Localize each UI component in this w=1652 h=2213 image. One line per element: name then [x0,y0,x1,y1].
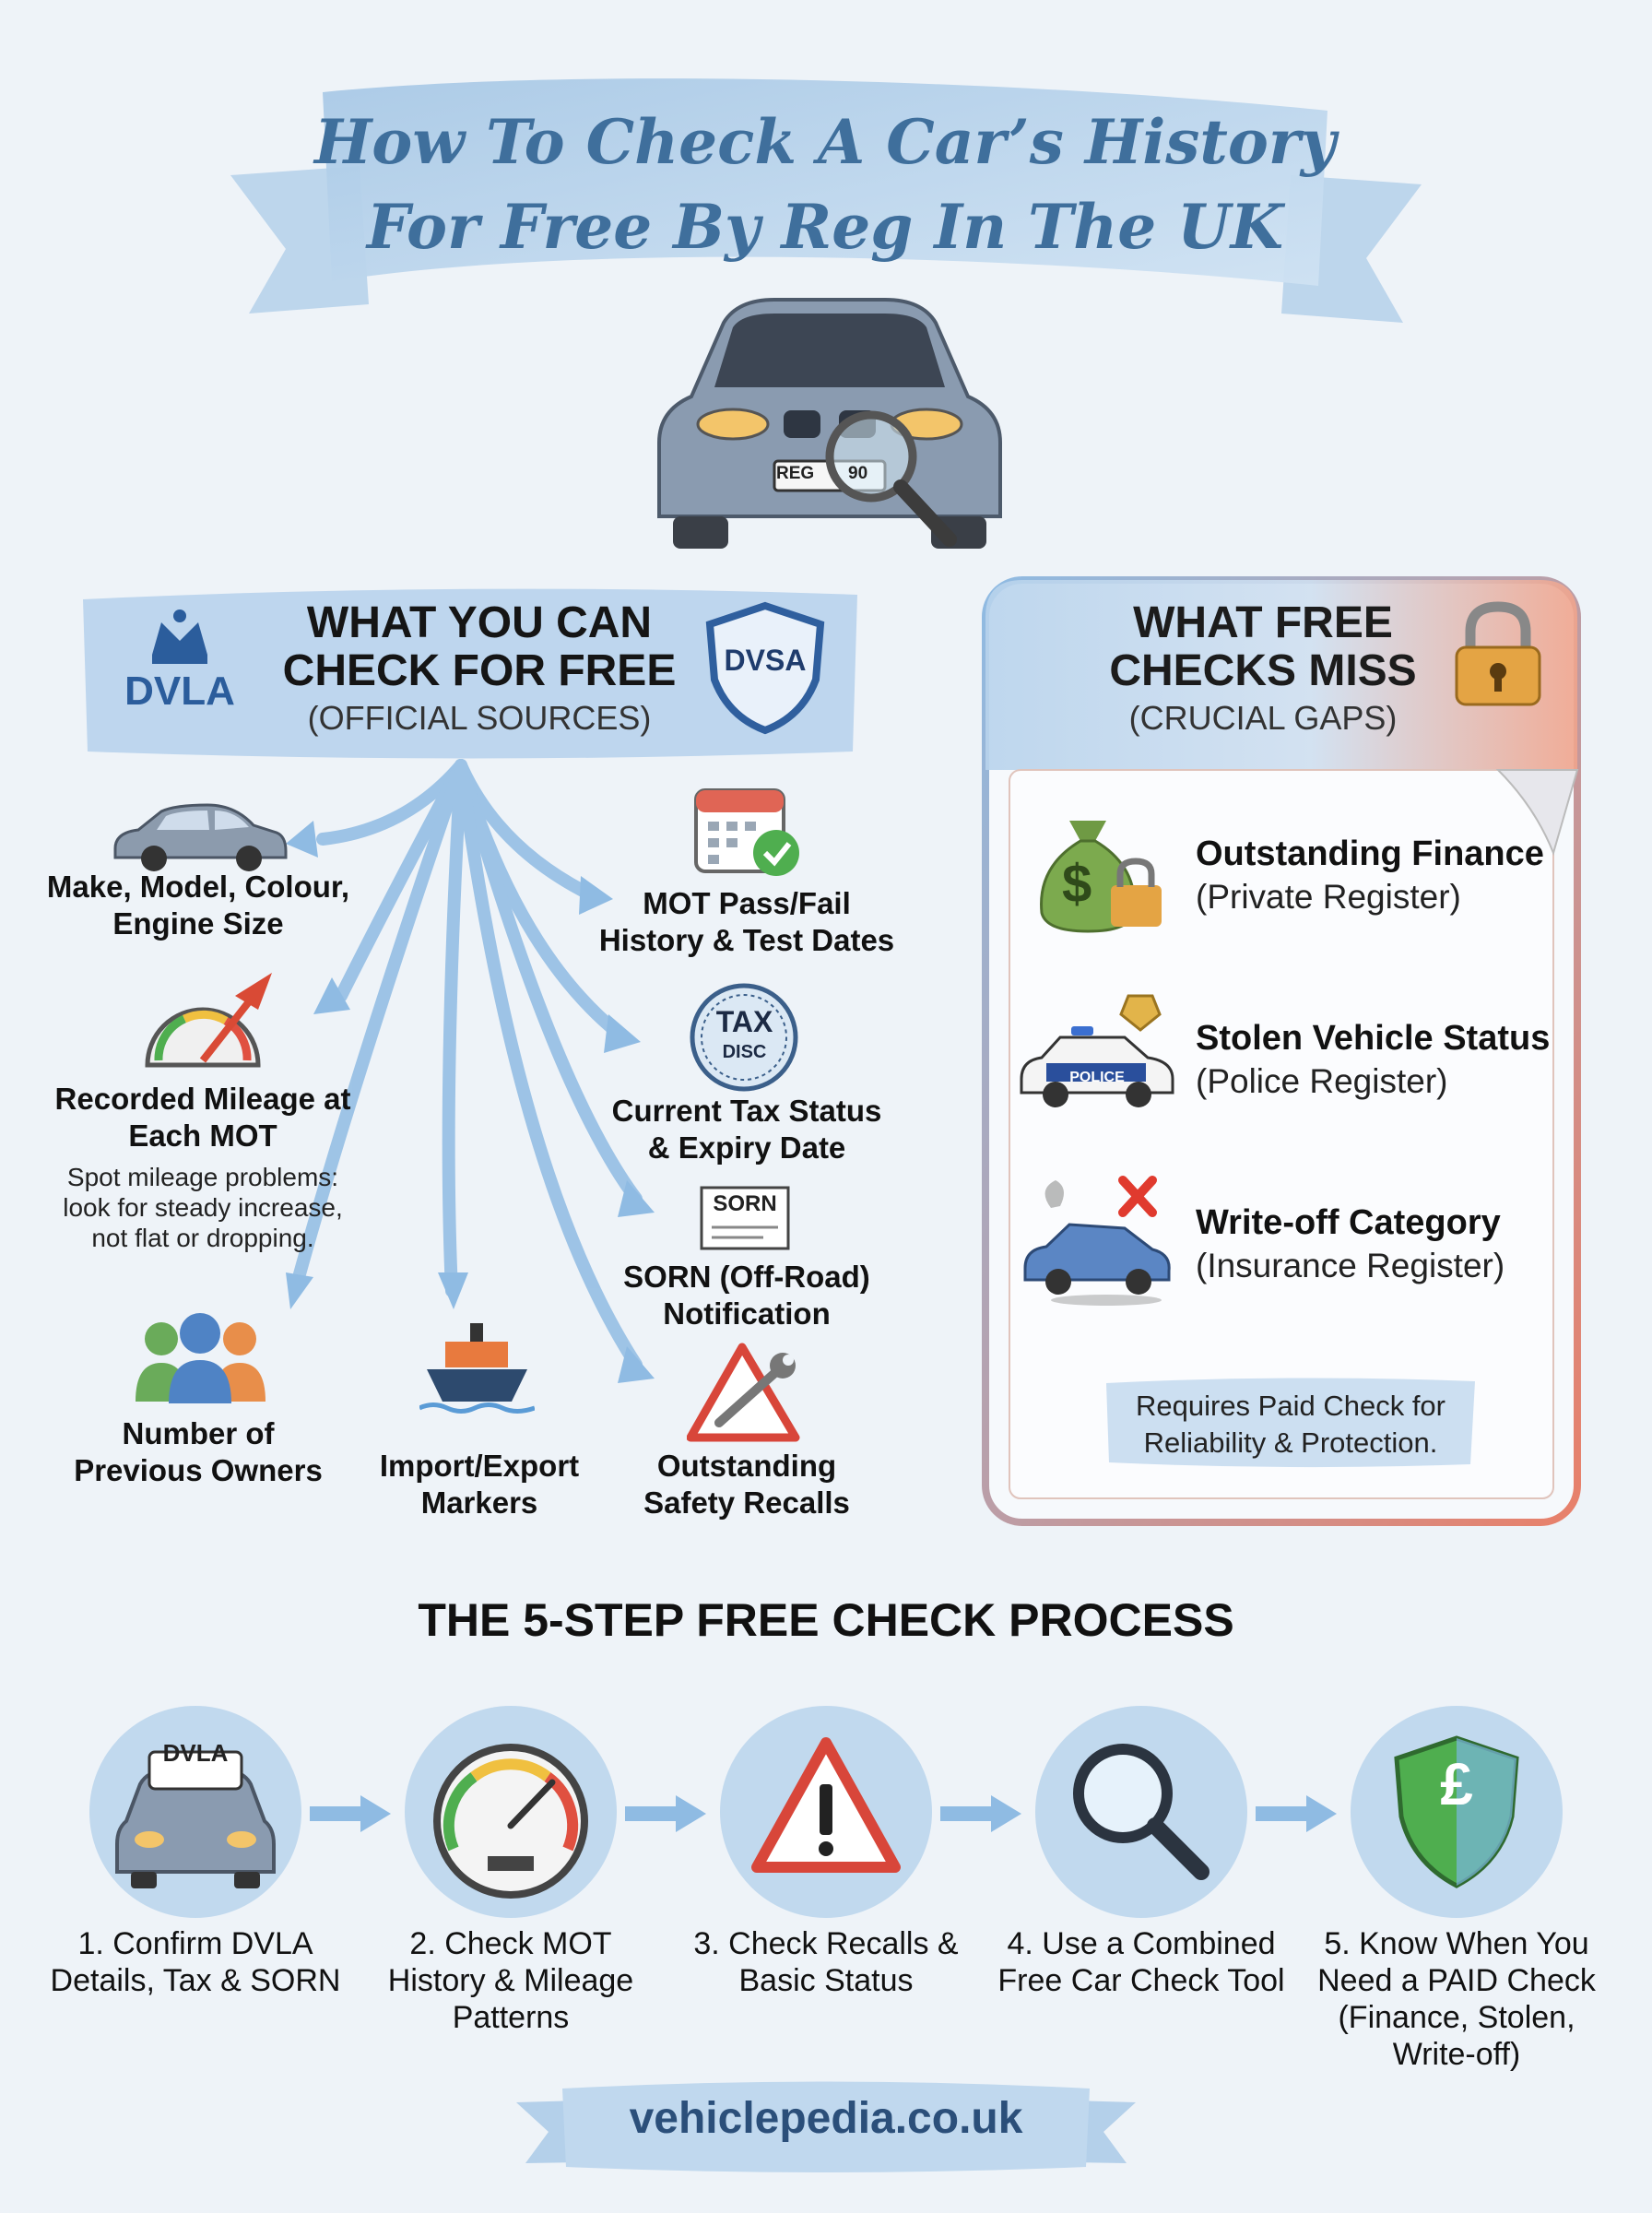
title-ribbon [230,78,1422,323]
miss-item-stolen-sub: (Police Register) [1196,1062,1448,1100]
title-line-2: For Free By Reg In The UK [366,191,1284,263]
step-1-badge: DVLA [162,1739,229,1767]
step-4-magnifier-icon [1035,1706,1247,1918]
step-5-label: 5. Know When You Need a PAID Check (Fina… [1317,1926,1596,2072]
dvsa-shield-icon [705,601,825,735]
free-section-header-bg [83,588,857,759]
footer-ribbon [516,2081,1136,2172]
branch-arrows [286,759,655,1383]
miss-item-stolen: Stolen Vehicle Status [1196,1019,1551,1058]
step-2-speedometer-icon [405,1706,617,1918]
dollar-sign-icon: $ [1062,854,1092,914]
police-car-icon [1020,994,1174,1107]
tax-badge-bottom: DISC [722,1042,767,1062]
footer-site-link[interactable]: vehiclepedia.co.uk [629,2094,1023,2143]
free-section-subtitle: (OFFICIAL SOURCES) [307,699,652,737]
paid-check-note: Requires Paid Check for Reliability & Pr… [1136,1390,1446,1459]
miss-item-finance-sub: (Private Register) [1196,878,1461,916]
sorn-badge: SORN [713,1191,777,1216]
step-4-label: 4. Use a Combined Free Car Check Tool [997,1926,1285,1998]
step-1-dvla-car-icon [89,1706,301,1918]
check-item-sorn: SORN (Off-Road) Notification [623,1260,870,1331]
step-arrow-3 [940,1795,1021,1832]
step-arrow-4 [1256,1795,1337,1832]
police-badge-text: POLICE [1069,1070,1125,1085]
step-2-label: 2. Check MOT History & Mileage Patterns [387,1926,634,2035]
padlock-icon [1455,601,1541,706]
money-bag-lock-icon [1040,821,1162,933]
process-title: THE 5-STEP FREE CHECK PROCESS [418,1594,1234,1646]
crown-icon [152,609,207,664]
step-5-shield-pound-icon [1351,1706,1563,1918]
free-section-title: WHAT YOU CAN CHECK FOR FREE [282,598,677,695]
car-side-icon [113,803,288,871]
page-title: How To Check A Car’s History For Free By… [313,100,1337,269]
ship-icon [419,1323,535,1414]
recall-warning-wrench-icon [687,1343,800,1442]
tax-disc-icon [690,983,798,1092]
miss-item-write-off-sub: (Insurance Register) [1196,1247,1505,1284]
check-item-import-export: Import/Export Markers [379,1449,580,1520]
check-item-mot-history: MOT Pass/Fail History & Test Dates [598,886,895,957]
miss-item-write-off: Write-off Category [1196,1203,1501,1242]
check-item-make-model: Make, Model, Colour, Engine Size [46,870,350,941]
miss-section-subtitle: (CRUCIAL GAPS) [1128,699,1398,737]
check-item-tax-status: Current Tax Status & Expiry Date [611,1094,882,1165]
step-arrow-1 [310,1795,391,1832]
sorn-document-icon [700,1186,790,1250]
title-line-1: How To Check A Car’s History [313,106,1337,178]
miss-item-finance: Outstanding Finance [1196,834,1544,873]
step-arrow-2 [625,1795,706,1832]
calendar-check-icon [694,788,799,876]
check-item-owners: Number of Previous Owners [74,1416,323,1487]
mileage-note: Spot mileage problems: look for steady i… [63,1163,343,1252]
step-5-badge: £ [1440,1751,1473,1817]
dvsa-logo-text: DVSA [724,644,807,677]
people-group-icon [136,1313,266,1403]
odometer-up-icon [145,973,272,1068]
step-3-warning-icon [720,1706,932,1918]
wrecked-car-icon [1023,1176,1171,1306]
step-3-label: 3. Check Recalls & Basic Status [693,1926,959,1998]
check-item-recalls: Outstanding Safety Recalls [643,1449,850,1520]
hero-car-magnifier-icon [657,298,1002,549]
miss-section-title: WHAT FREE CHECKS MISS [1109,598,1417,695]
plate-text-left: REG [776,464,815,483]
tax-badge-top: TAX [715,1005,773,1038]
dvla-logo-text: DVLA [124,669,235,714]
paid-note-bg [1106,1378,1475,1468]
check-item-mileage: Recorded Mileage at Each MOT [54,1082,351,1153]
plate-text-right: 90 [848,464,868,483]
step-1-label: 1. Confirm DVLA Details, Tax & SORN [50,1926,341,1998]
